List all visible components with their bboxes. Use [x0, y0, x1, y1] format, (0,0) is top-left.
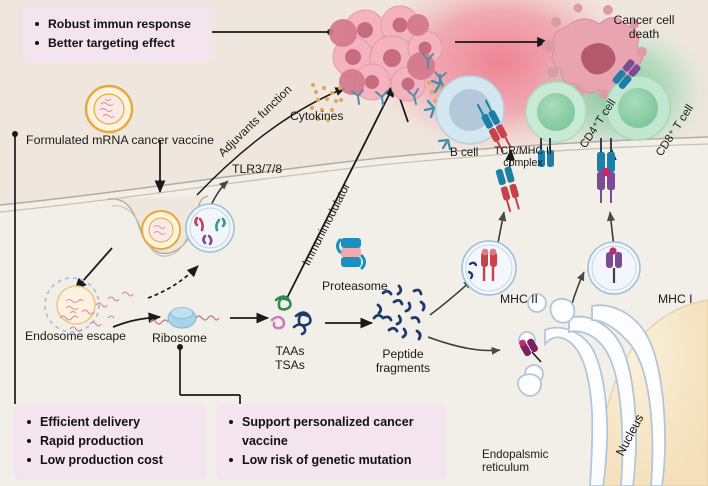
label-cancer-l1: Cancer cell — [613, 13, 675, 27]
label-endoplasmic-reticulum: Endopalsmic reticulum — [482, 448, 548, 475]
label-proteasome: Proteasome — [322, 279, 388, 293]
label-tcr-l2: complex — [503, 156, 543, 169]
lnp-particle-internalized — [141, 210, 181, 250]
callout-item: Rapid production — [25, 432, 193, 451]
endosome-escape-vesicle — [44, 277, 100, 333]
endoplasmic-reticulum — [517, 293, 667, 486]
callout-advantages-immune: Robust immun response Better targeting e… — [22, 6, 212, 63]
surface-mhc-ii — [495, 166, 520, 213]
mhc-i-molecule — [606, 247, 622, 283]
label-tcr-mhcii-complex: TCR/MHC II complex — [487, 145, 559, 170]
label-mhc-i: MHC I — [658, 292, 693, 306]
label-peptide-l2: fragments — [375, 360, 431, 375]
callout-item: Robust immun response — [33, 15, 199, 34]
callout-item: Low production cost — [25, 451, 193, 470]
mhc-ii-molecule — [481, 248, 497, 281]
tlr-endosome — [185, 203, 235, 253]
mrna-strands — [59, 291, 134, 332]
ribosome — [149, 307, 220, 329]
label-cytokines: Cytokines — [290, 109, 344, 123]
cd4-t-cell — [525, 81, 587, 143]
label-endosome-escape: Endosome escape — [25, 329, 126, 343]
callout-item: Support personalized cancer vaccine — [227, 413, 433, 451]
cd4-tcr — [538, 138, 554, 167]
label-mhc-ii: MHC II — [500, 292, 538, 306]
callout-advantages-production: Efficient delivery Rapid production Low … — [14, 404, 206, 480]
label-taas-tsas: TAAs TSAs — [260, 344, 320, 372]
label-er-l2: reticulum — [482, 461, 530, 475]
label-peptide-fragments: Peptide fragments — [366, 347, 440, 375]
callout-advantages-personalization: Support personalized cancer vaccine Low … — [216, 404, 446, 480]
callout-item: Better targeting effect — [33, 34, 199, 53]
mhc-i-vesicle — [587, 241, 641, 295]
label-tcr-l1: TCR/MHC II — [494, 145, 552, 157]
label-taas: TAAs — [275, 344, 305, 358]
cd8-tcr-upper — [612, 59, 641, 90]
mhc-i-er-molecule — [519, 338, 542, 363]
proteasome — [336, 238, 366, 270]
surface-mhc-i — [597, 167, 615, 203]
label-cancer-cell-death: Cancer cell death — [601, 13, 687, 41]
callout-item: Efficient delivery — [25, 413, 193, 432]
label-cancer-l2: death — [628, 26, 660, 41]
label-formulated-vaccine: Formulated mRNA cancer vaccine — [26, 133, 214, 147]
taas-tsas-proteins — [270, 295, 312, 336]
label-peptide-l1: Peptide — [382, 347, 424, 361]
peptide-fragments — [372, 284, 426, 341]
label-er-l1: Endopalsmic — [482, 448, 549, 461]
mhc-ii-vesicle — [461, 240, 517, 296]
callout-item: Low risk of genetic mutation — [227, 451, 433, 470]
label-b-cell: B cell — [450, 146, 479, 159]
lnp-particle-top — [84, 84, 134, 134]
label-ribosome: Ribosome — [152, 331, 207, 345]
label-tlr: TLR3/7/8 — [232, 162, 283, 176]
tumor-cell-cluster — [329, 5, 447, 106]
cd8-tcr-lower — [597, 138, 615, 172]
tcr-mhcii-complex — [476, 99, 512, 153]
cd8-t-cell — [605, 75, 671, 141]
label-tsas: TSAs — [275, 357, 305, 372]
